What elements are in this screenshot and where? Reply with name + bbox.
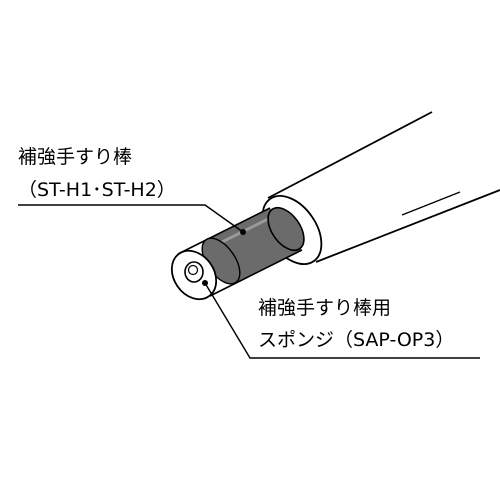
reinforcement-rod-model-label: （ST-H1･ST-H2） — [18, 179, 176, 201]
sponge-label: 補強手すり棒用 — [258, 297, 392, 319]
reinforcement-rod-label: 補強手すり棒 — [18, 146, 133, 168]
leader-line-sponge — [202, 280, 480, 359]
sponge-model-label: スポンジ（SAP-OP3） — [258, 329, 455, 351]
leader-line-rod — [18, 204, 246, 235]
sponge-sleeve — [170, 237, 241, 301]
